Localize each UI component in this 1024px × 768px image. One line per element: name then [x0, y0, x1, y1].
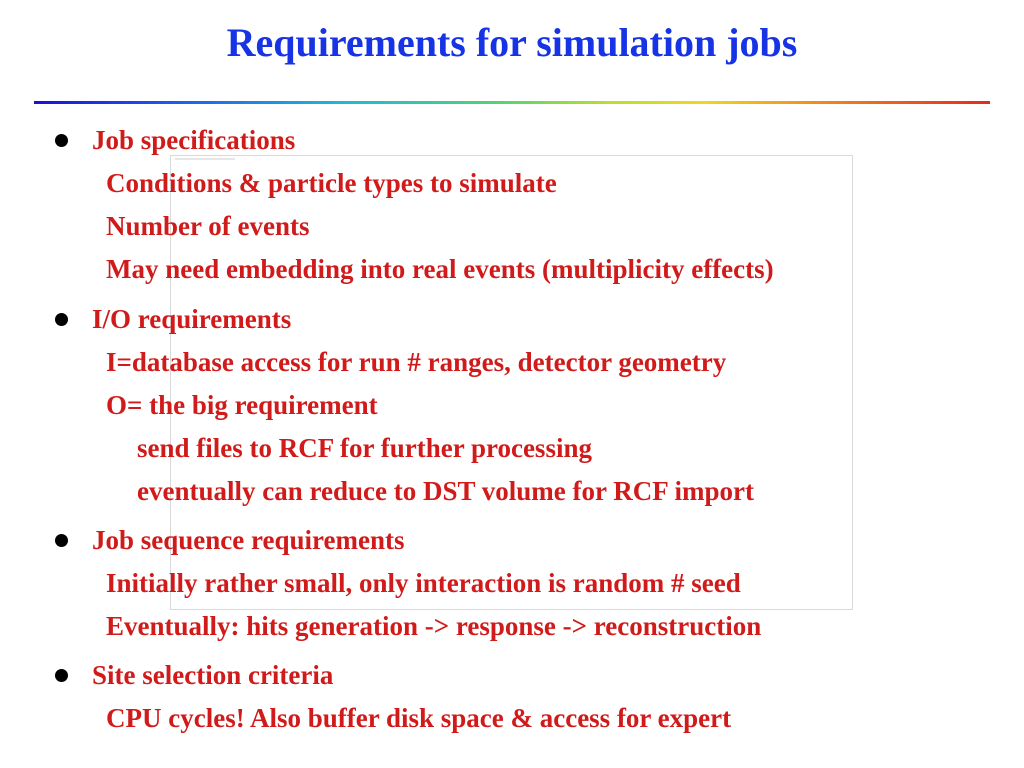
section-item: I=database access for run # ranges, dete… [106, 347, 727, 377]
section-item: Initially rather small, only interaction… [106, 568, 741, 598]
section-heading-site-selection-criteria: Site selection criteria [92, 660, 334, 690]
section-item: May need embedding into real events (mul… [106, 254, 774, 284]
section-item: CPU cycles! Also buffer disk space & acc… [106, 703, 732, 733]
title-divider [34, 101, 990, 104]
section-item: O= the big requirement [106, 390, 378, 420]
embedded-image-placeholder [175, 158, 235, 160]
bullet-dot-icon [55, 313, 68, 326]
bullet-dot-icon [55, 669, 68, 682]
embedded-image-frame [170, 155, 853, 610]
section-heading-io-requirements: I/O requirements [92, 304, 292, 334]
section-item: Eventually: hits generation -> response … [106, 611, 762, 641]
bullet-dot-icon [55, 134, 68, 147]
bullet-dot-icon [55, 534, 68, 547]
section-subitem: eventually can reduce to DST volume for … [137, 476, 754, 506]
section-heading-job-specifications: Job specifications [92, 125, 296, 155]
slide-title: Requirements for simulation jobs [226, 20, 798, 65]
section-item: Conditions & particle types to simulate [106, 168, 557, 198]
section-subitem: send files to RCF for further processing [137, 433, 592, 463]
section-heading-job-sequence-requirements: Job sequence requirements [92, 525, 405, 555]
section-item: Number of events [106, 211, 310, 241]
